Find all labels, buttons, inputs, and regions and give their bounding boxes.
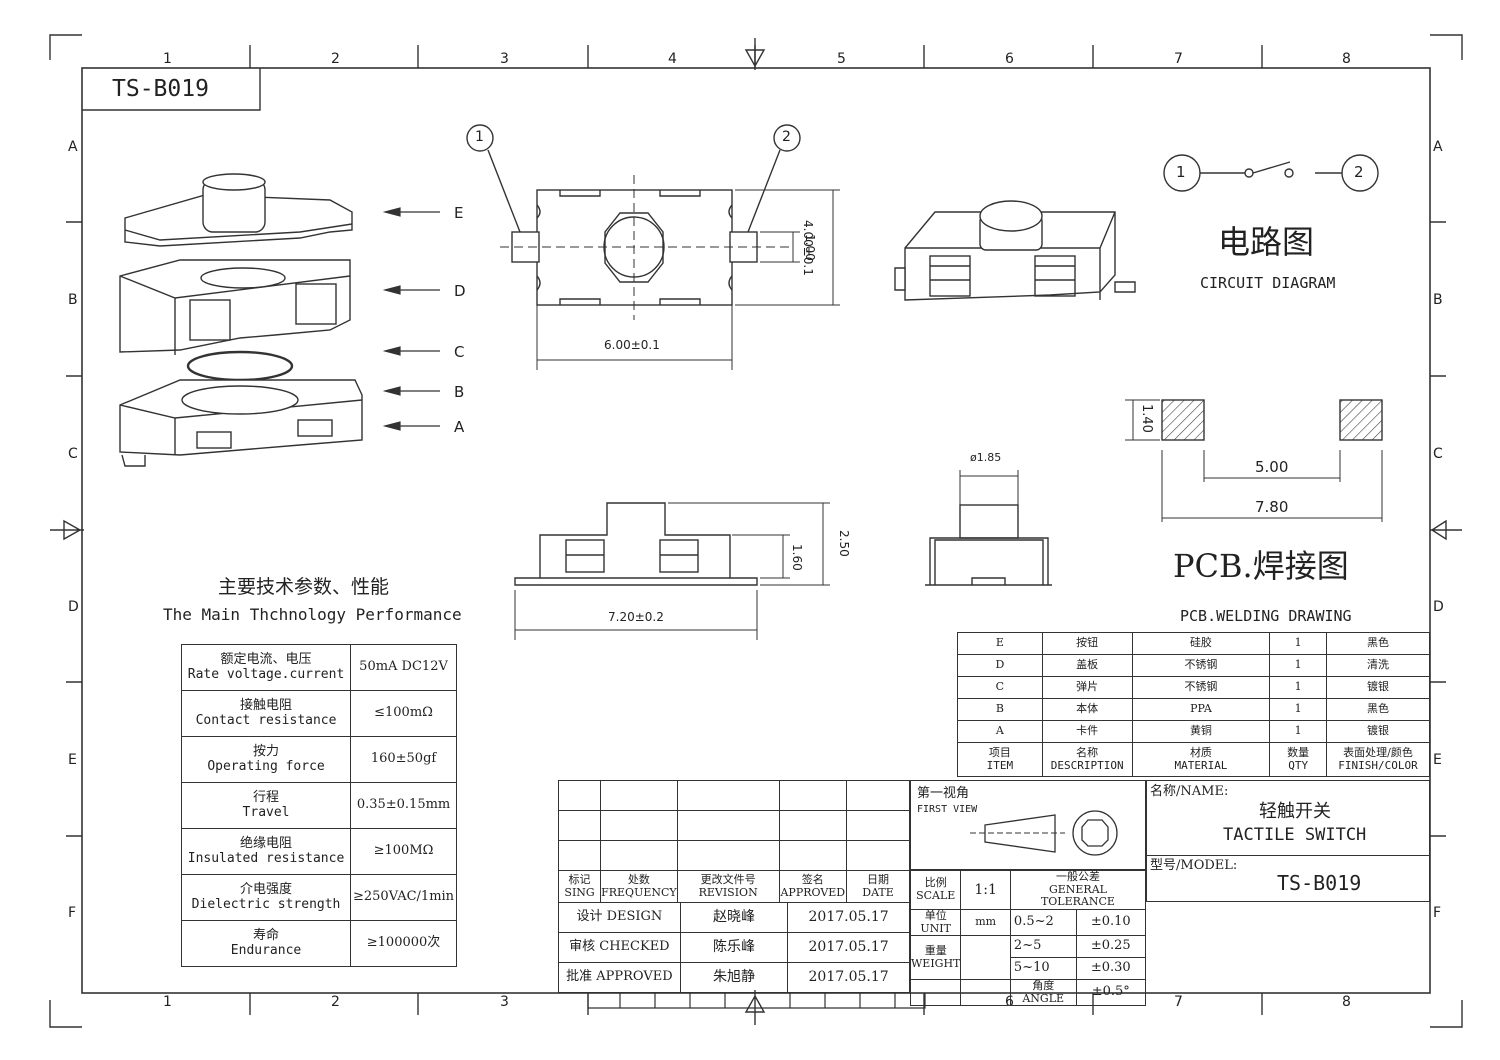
label-c: C	[454, 343, 465, 361]
pcb-dim-outer: 7.80	[1255, 498, 1289, 516]
dim-body-height: 1.60	[790, 544, 804, 571]
name-box: 名称/NAME: 轻触开关 TACTILE SWITCH	[1146, 780, 1430, 856]
performance-title-cn: 主要技术参数、性能	[218, 576, 390, 598]
dim-total-height: 2.50	[837, 530, 851, 557]
model-box: 型号/MODEL: TS-B019	[1146, 855, 1430, 902]
pcb-title-cn: PCB.焊接图	[1173, 547, 1349, 585]
dim-actuator-dia: ø1.85	[970, 451, 1002, 464]
end-view	[925, 470, 1052, 586]
product-name-cn: 轻触开关	[1259, 801, 1331, 822]
iso-view	[894, 200, 1136, 301]
top-view	[466, 124, 840, 370]
product-name-en: TACTILE SWITCH	[1223, 825, 1367, 845]
label-a: A	[454, 418, 465, 436]
circuit-pin1: 1	[1176, 163, 1186, 181]
exploded-view	[119, 173, 363, 467]
dim-top-width: 6.00±0.1	[604, 338, 660, 352]
pcb-title-en: PCB.WELDING DRAWING	[1180, 607, 1352, 625]
pcb-pad-size: 1.40	[1139, 404, 1154, 433]
label-b: B	[454, 383, 465, 401]
model-value: TS-B019	[1277, 871, 1362, 895]
pin2-callout: 2	[782, 129, 791, 145]
dim-pin-width: 1.00	[803, 234, 817, 261]
part-number: TS-B019	[112, 76, 209, 102]
table-row	[557, 840, 910, 871]
first-view-box: 第一视角 FIRST VIEW	[910, 780, 1146, 870]
label-d: D	[454, 282, 466, 300]
circuit-title-cn: 电路图	[1218, 223, 1315, 261]
pcb-dim-inner: 5.00	[1255, 458, 1289, 476]
first-view-symbol	[970, 810, 1118, 856]
dim-side-width: 7.20±0.2	[608, 610, 664, 624]
exploded-arrows	[382, 207, 440, 431]
performance-title-en: The Main Thchnology Performance	[163, 605, 462, 624]
pcb-pads	[1125, 399, 1383, 522]
table-row	[557, 810, 910, 841]
circuit-symbol	[1163, 154, 1379, 192]
pin1-callout: 1	[475, 129, 484, 145]
circuit-title-en: CIRCUIT DIAGRAM	[1200, 274, 1336, 292]
label-e: E	[454, 204, 464, 222]
table-row	[557, 780, 910, 811]
side-view	[514, 502, 830, 640]
circuit-pin2: 2	[1354, 163, 1364, 181]
